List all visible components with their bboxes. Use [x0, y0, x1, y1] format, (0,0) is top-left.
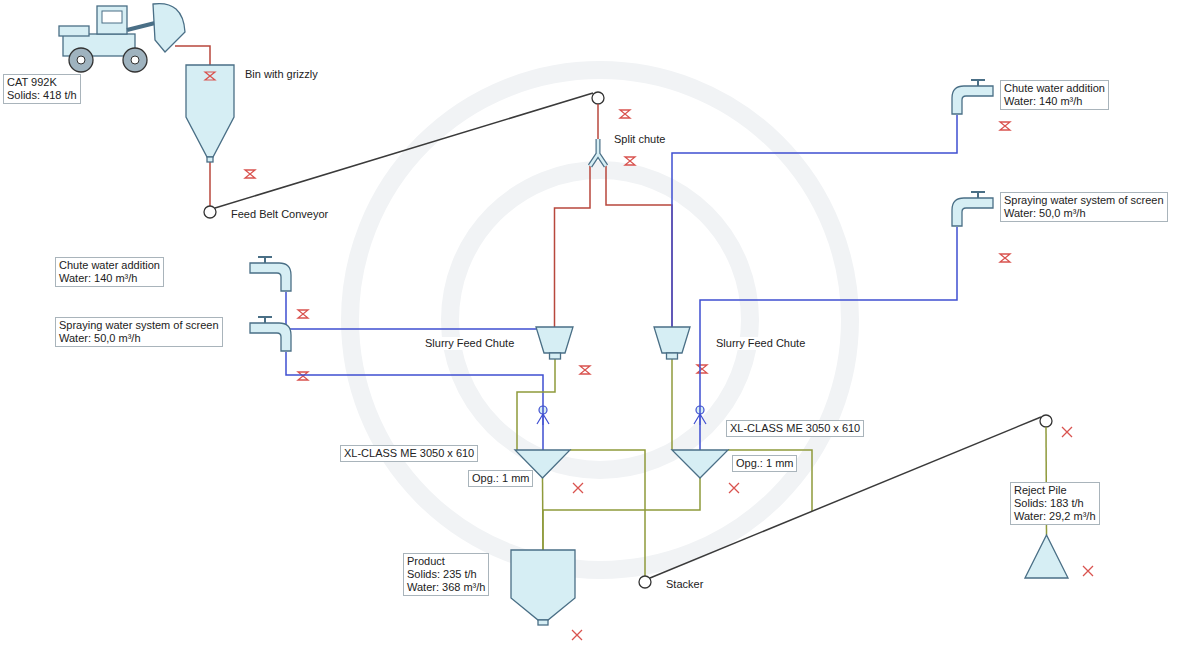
stacker-tail-pulley: Stacker [638, 572, 728, 594]
label-box: Spraying water system of screenWater: 50… [55, 317, 223, 347]
node-text: Spraying water system of screen [1004, 194, 1164, 207]
label-box: Reject PileSolids: 183 t/hWater: 29,2 m³… [1010, 482, 1100, 525]
node-text: Solids: 418 t/h [7, 89, 77, 102]
flow-line-segment [728, 450, 812, 511]
loader-source: CAT 992KSolids: 418 t/h [3, 0, 188, 118]
reject-pile: Reject PileSolids: 183 t/hWater: 29,2 m³… [1008, 482, 1108, 582]
flow-line [728, 450, 812, 511]
flow-line-segment [570, 450, 645, 576]
spray-nozzle [537, 406, 706, 425]
label-box: Spraying water system of screenWater: 50… [1000, 192, 1168, 222]
node-text: Water: 368 m³/h [407, 581, 485, 594]
node-text: Chute water addition [59, 259, 160, 272]
flow-line [210, 162, 211, 206]
product-bin: ProductSolids: 235 t/hWater: 368 m³/h [403, 548, 578, 628]
water-tap: Chute water additionWater: 140 m³/h [55, 255, 295, 303]
node-text: Opg.: 1 mm [736, 457, 793, 470]
node-text: Solids: 183 t/h [1014, 497, 1096, 510]
node-text: XL-CLASS ME 3050 x 610 [730, 422, 860, 435]
flow-line [700, 227, 957, 450]
node-text: Water: 140 m³/h [1004, 95, 1105, 108]
flow-line-segment [700, 227, 957, 450]
feed-bin: Bin with grizzly [185, 62, 335, 167]
node-text: Slurry Feed Chute [716, 337, 805, 350]
conveyor-tail-pulley: Feed Belt Conveyor [203, 202, 343, 224]
flow-line [286, 292, 537, 329]
flow-line-segment [543, 478, 700, 550]
flow-line-segment [597, 104, 599, 139]
node-text: Spraying water system of screen [59, 319, 219, 332]
node-text: Product [407, 555, 485, 568]
label-box: XL-CLASS ME 3050 x 610 [340, 445, 478, 462]
label-box: Opg.: 1 mm [732, 455, 797, 472]
status-marker [245, 110, 1093, 640]
label-box: Chute water additionWater: 140 m³/h [1000, 80, 1109, 110]
node-text: Bin with grizzly [245, 68, 318, 81]
node-text: Chute water addition [1004, 82, 1105, 95]
node-text: Water: 50,0 m³/h [59, 332, 219, 345]
flow-line [555, 166, 591, 327]
label: Slurry Feed Chute [714, 337, 807, 350]
node-text: Water: 50,0 m³/h [1004, 207, 1164, 220]
screen: XL-CLASS ME 3050 x 610Opg.: 1 mm [338, 445, 573, 490]
flow-line [650, 417, 1047, 578]
flow-line [286, 352, 543, 450]
flow-line [672, 115, 957, 327]
label-box: Chute water additionWater: 140 m³/h [55, 257, 164, 287]
label: Bin with grizzly [243, 68, 320, 81]
head-pulley [1040, 415, 1052, 427]
node-text: Feed Belt Conveyor [231, 208, 328, 221]
flow-line [570, 450, 645, 576]
flow-line-segment [286, 352, 543, 450]
node-text: Solids: 235 t/h [407, 568, 485, 581]
water-tap: Spraying water system of screenWater: 50… [948, 190, 1173, 230]
node-text: Stacker [666, 578, 703, 591]
node-text: CAT 992K [7, 76, 77, 89]
slurry-feed-chute: Slurry Feed Chute [652, 325, 822, 365]
node-text: Reject Pile [1014, 484, 1096, 497]
flow-line-segment [672, 115, 957, 327]
label-box: Opg.: 1 mm [468, 470, 533, 487]
head-pulley [592, 92, 604, 104]
flow-line [672, 359, 673, 450]
flow-line [606, 166, 672, 327]
water-tap: Chute water additionWater: 140 m³/h [948, 78, 1163, 118]
flow-line-segment [555, 166, 591, 327]
flow-line-segment [286, 292, 537, 329]
flow-line-segment [209, 162, 211, 206]
slurry-feed-chute: Slurry Feed Chute [423, 325, 578, 365]
label: Feed Belt Conveyor [229, 208, 330, 221]
label: Stacker [664, 578, 705, 591]
node-text: XL-CLASS ME 3050 x 610 [344, 447, 474, 460]
flow-line-segment [671, 359, 673, 450]
node-text: Water: 140 m³/h [59, 272, 160, 285]
label: Slurry Feed Chute [423, 337, 516, 350]
node-text: Opg.: 1 mm [472, 472, 529, 485]
label: Split chute [612, 133, 667, 146]
flow-line-segment [517, 359, 555, 450]
flow-line [175, 46, 210, 65]
watermark [350, 70, 850, 570]
flow-line [543, 478, 700, 550]
label-box: ProductSolids: 235 t/hWater: 368 m³/h [403, 553, 489, 596]
flow-line [517, 359, 555, 450]
screen: XL-CLASS ME 3050 x 610Opg.: 1 mm [670, 420, 900, 480]
flow-line-segment [606, 166, 672, 327]
node-text: Slurry Feed Chute [425, 337, 514, 350]
node-text: Split chute [614, 133, 665, 146]
label-box: CAT 992KSolids: 418 t/h [3, 74, 81, 104]
flow-line-segment [650, 417, 1041, 578]
flow-line [215, 93, 598, 208]
split-chute: Split chute [588, 132, 688, 172]
water-tap: Spraying water system of screenWater: 50… [55, 315, 295, 365]
flow-line-segment [215, 93, 593, 208]
label-box: XL-CLASS ME 3050 x 610 [726, 420, 864, 437]
flow-line-segment [175, 46, 210, 65]
node-text: Water: 29,2 m³/h [1014, 510, 1096, 523]
